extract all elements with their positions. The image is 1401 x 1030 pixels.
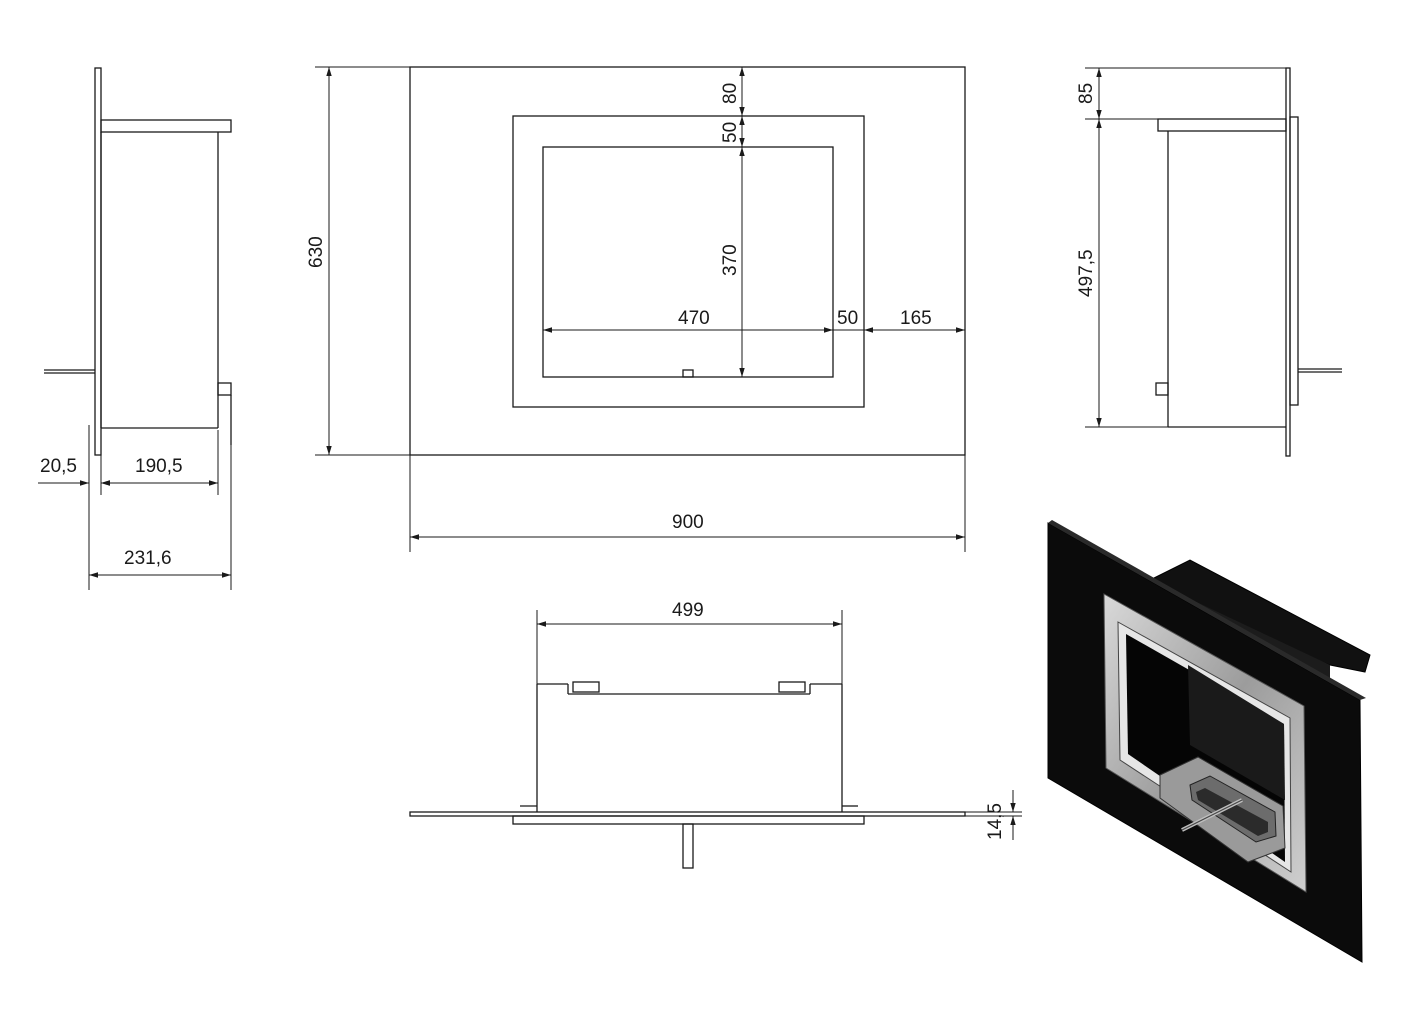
top-frame — [512, 815, 865, 825]
side-r-bracket — [1155, 382, 1169, 396]
top-bracket-right — [778, 681, 806, 693]
dim-front-width: 900 — [672, 512, 704, 533]
side-top-ledge — [100, 119, 232, 133]
side-r-back — [1289, 116, 1299, 406]
side-glass-panel — [94, 67, 102, 456]
top-bracket-left — [572, 681, 600, 693]
front-view: 630 900 80 50 370 470 50 165 — [306, 66, 966, 552]
left-side-view: 20,5 190,5 231,6 — [38, 67, 232, 590]
front-handle — [682, 369, 694, 378]
dim-top-glass: 14,5 — [985, 803, 1006, 840]
dim-front-top: 80 — [720, 83, 741, 104]
dim-side-r-height: 497,5 — [1076, 249, 1097, 297]
dim-front-opening-height: 370 — [720, 244, 741, 276]
side-r-top-ledge — [1157, 118, 1287, 132]
dim-side-offset: 20,5 — [40, 456, 77, 477]
fireplace-3d-illustration — [1047, 520, 1371, 963]
top-handle — [682, 823, 694, 869]
dim-top-width: 499 — [672, 600, 704, 621]
dim-side-total: 231,6 — [124, 548, 172, 569]
dim-front-frame-top: 50 — [720, 122, 741, 143]
front-opening — [542, 146, 834, 378]
dim-side-r-top: 85 — [1076, 83, 1097, 104]
right-side-view: 85 497,5 — [1076, 67, 1342, 457]
dim-front-frame-right: 50 — [837, 308, 858, 329]
front-glass-panel — [409, 66, 966, 456]
dim-front-opening-width: 470 — [678, 308, 710, 329]
front-steel-frame — [512, 115, 865, 408]
dim-front-margin-right: 165 — [900, 308, 932, 329]
side-bracket — [217, 382, 232, 396]
top-view: 499 14,5 — [409, 600, 1022, 869]
dim-side-depth: 190,5 — [135, 456, 183, 477]
dim-front-height: 630 — [306, 236, 327, 268]
